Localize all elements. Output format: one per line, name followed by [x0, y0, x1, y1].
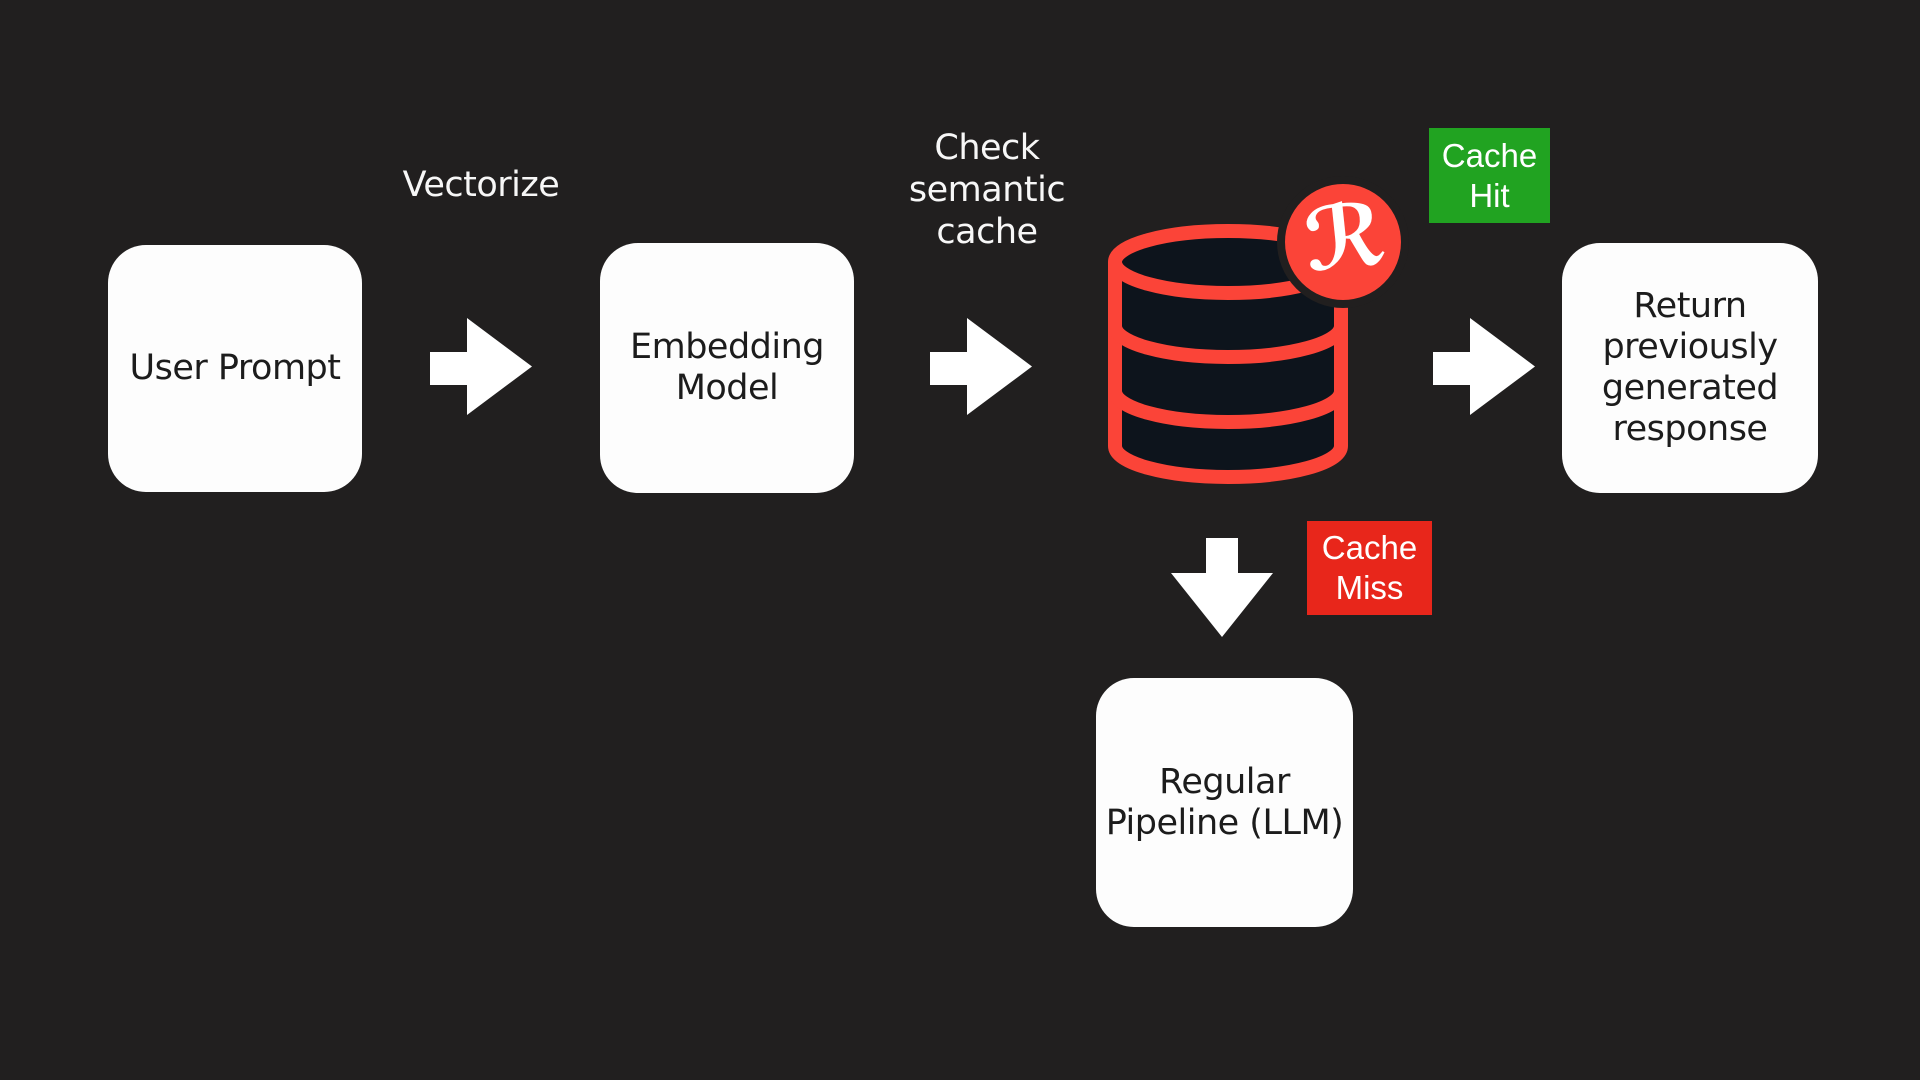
node-embedding-model: Embedding Model [600, 243, 854, 493]
cache-miss-badge: Cache Miss [1307, 521, 1432, 615]
arrow-right-icon [930, 318, 1032, 415]
node-return-response: Return previously generated response [1562, 243, 1818, 493]
redis-logo: ℛ [1277, 176, 1409, 308]
node-regular-pipeline: Regular Pipeline (LLM) [1096, 678, 1353, 927]
check-semantic-cache-label: Check semantic cache [908, 128, 1066, 252]
cache-hit-badge: Cache Hit [1429, 128, 1550, 223]
database-separator-1 [1108, 325, 1348, 364]
database-outline [1108, 262, 1348, 484]
arrow-right-shape [930, 318, 1032, 415]
redis-r-glyph: ℛ [1299, 184, 1391, 292]
arrow-right-shape [430, 318, 532, 415]
arrow-down-shape [1171, 538, 1273, 637]
arrow-right-icon [430, 318, 532, 415]
arrow-down-icon [1171, 538, 1273, 637]
node-user-prompt: User Prompt [108, 245, 362, 492]
arrow-right-shape [1433, 318, 1535, 415]
database-separator-2 [1108, 390, 1348, 429]
vectorize-label: Vectorize [402, 165, 560, 205]
arrow-right-icon [1433, 318, 1535, 415]
